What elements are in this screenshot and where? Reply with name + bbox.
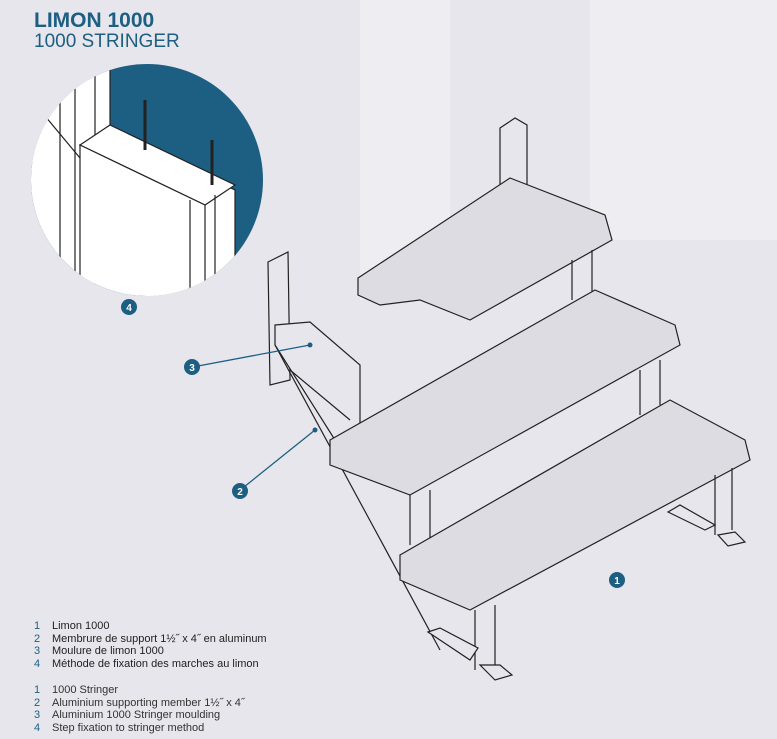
legend-item: 4 Step fixation to stringer method: [34, 722, 245, 735]
legend-item: 1 Limon 1000: [34, 620, 267, 633]
tread-middle: [329, 289, 681, 496]
legend-item: 1 1000 Stringer: [34, 684, 245, 697]
legend-text: 1: [34, 684, 41, 696]
tread-bottom: [399, 399, 751, 611]
legend-french: 1 Limon 1000 2 Membrure de support 1½˝ x 4…: [34, 620, 267, 670]
title-fr: LIMON 1000: [34, 9, 155, 32]
legend-text: Membrure de support 1½˝ x 4˝ en aluminum: [52, 632, 267, 645]
legend-text: Méthode de fixation des marches au limon: [52, 657, 259, 670]
legend-item: 2 Aluminium supporting member 1½˝ x 4˝: [34, 697, 245, 710]
legend-text: Aluminium supporting member 1½˝ x 4˝: [52, 696, 245, 709]
legend-text: 2: [34, 632, 41, 645]
legend-text: 3: [189, 363, 195, 374]
legend-text: 1: [614, 576, 620, 587]
legend-text: 3: [34, 709, 41, 722]
tread-top: [357, 177, 613, 321]
legend-text: 3: [34, 645, 41, 658]
callout-4: 4: [121, 299, 137, 315]
callout-1: 1: [609, 572, 625, 588]
legend-item: 4 Méthode de fixation des marches au limo…: [34, 658, 267, 671]
legend-text: 2: [34, 696, 41, 709]
legend-text: 1: [34, 620, 41, 632]
legend-item: 3 Aluminium 1000 Stringer moulding: [34, 709, 245, 722]
legend-text: Step fixation to stringer method: [52, 721, 205, 734]
legend-text: 1000 Stringer: [52, 684, 119, 696]
legend-text: 2: [237, 487, 243, 498]
callout-2: 2: [232, 483, 248, 499]
legend-text: 4: [34, 721, 41, 734]
legend-text: Moulure de limon 1000: [52, 645, 164, 658]
title-en: 1000 STRINGER: [34, 31, 180, 53]
legend-english: 1 1000 Stringer 2 Aluminium supporting mem…: [34, 684, 245, 734]
legend-item: 2 Membrure de support 1½˝ x 4˝ en aluminu…: [34, 633, 267, 646]
legend-text: 4: [126, 303, 132, 314]
fixation-detail-inset: [31, 64, 263, 296]
legend-item: 3 Moulure de limon 1000: [34, 645, 267, 658]
page-title: LIMON 1000 1000 STRINGER: [34, 9, 180, 53]
legend-text: 4: [34, 657, 41, 670]
legend-text: Aluminium 1000 Stringer moulding: [52, 709, 221, 722]
watermark-shape: [590, 0, 777, 240]
callout-3: 3: [184, 359, 200, 375]
legend-text: Limon 1000: [52, 620, 110, 632]
